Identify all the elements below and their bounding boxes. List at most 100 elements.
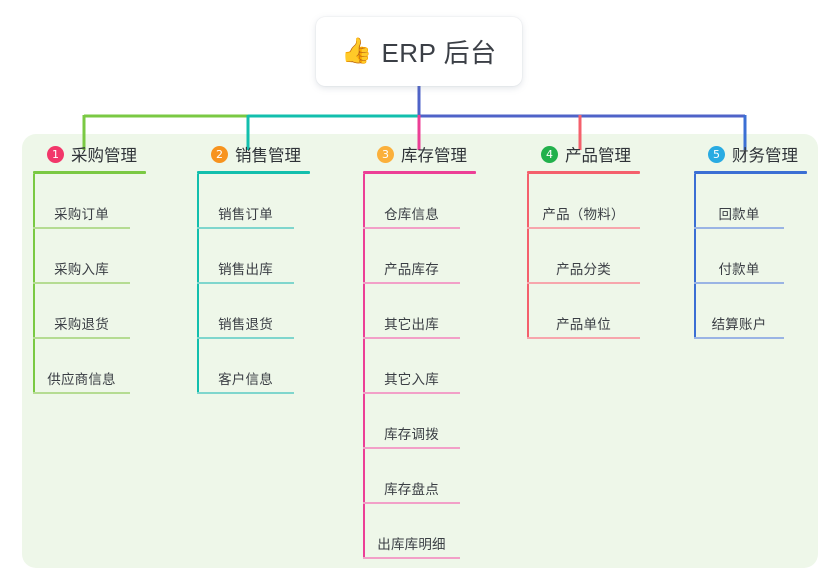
leaf-underline xyxy=(527,337,640,339)
branch-items-1: 采购订单采购入库采购退货供应商信息 xyxy=(33,174,165,394)
leaf-underline xyxy=(197,227,294,229)
leaf-underline xyxy=(694,227,784,229)
branch-column-2: 2 销售管理销售订单销售出库销售退货客户信息 xyxy=(197,134,325,394)
leaf-label: 库存调拨 xyxy=(384,427,439,442)
branch-column-4: 4 产品管理产品（物料） 产品分类产品单位 xyxy=(527,134,665,339)
leaf-underline xyxy=(197,392,294,394)
branch-header-4[interactable]: 4 产品管理 xyxy=(527,134,665,174)
leaf-underline xyxy=(363,392,460,394)
leaf-underline xyxy=(363,227,460,229)
leaf-underline xyxy=(33,282,130,284)
leaf-label: 销售退货 xyxy=(218,317,273,332)
leaf-underline xyxy=(694,337,784,339)
leaf-item[interactable]: 采购退货 xyxy=(33,284,130,339)
leaf-underline xyxy=(33,337,130,339)
leaf-item[interactable]: 产品单位 xyxy=(527,284,640,339)
leaf-item[interactable]: 回款单 xyxy=(694,174,784,229)
leaf-item[interactable]: 采购入库 xyxy=(33,229,130,284)
branch-header-3[interactable]: 3 库存管理 xyxy=(363,134,495,174)
branch-badge-4: 4 xyxy=(541,145,558,163)
leaf-item[interactable]: 客户信息 xyxy=(197,339,294,394)
leaf-label: 供应商信息 xyxy=(47,372,116,387)
leaf-underline xyxy=(363,557,460,559)
leaf-label: 结算账户 xyxy=(711,317,767,332)
branch-underline-3 xyxy=(363,171,476,174)
leaf-label: 出库库明细 xyxy=(377,537,446,552)
leaf-underline xyxy=(363,447,460,449)
leaf-underline xyxy=(363,282,460,284)
branch-spine-5 xyxy=(694,174,696,339)
leaf-underline xyxy=(197,282,294,284)
branch-header-1[interactable]: 1 采购管理 xyxy=(33,134,165,174)
branch-badge-5: 5 xyxy=(708,145,725,163)
leaf-label: 采购退货 xyxy=(54,317,109,332)
thumbs-up-icon: 👍 xyxy=(341,37,373,65)
branch-columns: 1 采购管理采购订单采购入库采购退货供应商信息 2 销售管理销售订单销售出库销售退货客… xyxy=(0,134,839,568)
leaf-item[interactable]: 其它入库 xyxy=(363,339,460,394)
leaf-item[interactable]: 结算账户 xyxy=(694,284,784,339)
leaf-label: 采购订单 xyxy=(54,207,109,222)
leaf-underline xyxy=(33,392,130,394)
branch-title-4: 产品管理 xyxy=(565,147,631,165)
leaf-item[interactable]: 出库库明细 xyxy=(363,504,460,559)
branch-title-2: 销售管理 xyxy=(235,147,301,165)
leaf-underline xyxy=(197,337,294,339)
leaf-underline xyxy=(363,337,460,339)
branch-column-3: 3 库存管理仓库信息产品库存其它出库其它入库库存调拨库存盘点出库库明细 xyxy=(363,134,495,559)
branch-items-2: 销售订单销售出库销售退货客户信息 xyxy=(197,174,325,394)
branch-spine-4 xyxy=(527,174,529,339)
branch-title-5: 财务管理 xyxy=(732,147,798,165)
leaf-underline xyxy=(694,282,784,284)
leaf-item[interactable]: 仓库信息 xyxy=(363,174,460,229)
branch-header-2[interactable]: 2 销售管理 xyxy=(197,134,325,174)
leaf-label: 客户信息 xyxy=(218,372,273,387)
branch-underline-5 xyxy=(694,171,807,174)
leaf-item[interactable]: 库存调拨 xyxy=(363,394,460,449)
root-node[interactable]: 👍 ERP 后台 xyxy=(316,17,522,86)
leaf-label: 采购入库 xyxy=(54,262,109,277)
leaf-label: 产品分类 xyxy=(556,262,611,277)
leaf-item[interactable]: 销售订单 xyxy=(197,174,294,229)
leaf-label: 产品库存 xyxy=(384,262,439,277)
branch-badge-3: 3 xyxy=(377,145,394,163)
branch-spine-2 xyxy=(197,174,199,394)
leaf-item[interactable]: 采购订单 xyxy=(33,174,130,229)
branch-items-4: 产品（物料） 产品分类产品单位 xyxy=(527,174,665,339)
leaf-label: 仓库信息 xyxy=(384,207,439,222)
leaf-label: 其它出库 xyxy=(384,317,439,332)
branch-spine-1 xyxy=(33,174,35,394)
leaf-item[interactable]: 产品库存 xyxy=(363,229,460,284)
leaf-item[interactable]: 产品（物料） xyxy=(527,174,640,229)
branch-badge-2: 2 xyxy=(211,145,228,163)
leaf-label: 产品单位 xyxy=(556,317,611,332)
leaf-label: 产品（物料） xyxy=(542,207,625,222)
leaf-label: 回款单 xyxy=(718,207,760,222)
branch-underline-4 xyxy=(527,171,640,174)
branch-items-5: 回款单付款单结算账户 xyxy=(694,174,826,339)
leaf-item[interactable]: 供应商信息 xyxy=(33,339,130,394)
leaf-item[interactable]: 付款单 xyxy=(694,229,784,284)
leaf-underline xyxy=(527,227,640,229)
branch-title-1: 采购管理 xyxy=(71,147,137,165)
branch-spine-3 xyxy=(363,174,365,559)
leaf-item[interactable]: 产品分类 xyxy=(527,229,640,284)
leaf-label: 销售出库 xyxy=(218,262,273,277)
leaf-item[interactable]: 库存盘点 xyxy=(363,449,460,504)
branch-title-3: 库存管理 xyxy=(401,147,467,165)
leaf-label: 付款单 xyxy=(718,262,760,277)
leaf-underline xyxy=(363,502,460,504)
branch-column-1: 1 采购管理采购订单采购入库采购退货供应商信息 xyxy=(33,134,165,394)
branch-header-5[interactable]: 5 财务管理 xyxy=(694,134,826,174)
branch-underline-1 xyxy=(33,171,146,174)
branch-badge-1: 1 xyxy=(47,145,64,163)
diagram-background-panel xyxy=(22,134,818,568)
branch-items-3: 仓库信息产品库存其它出库其它入库库存调拨库存盘点出库库明细 xyxy=(363,174,495,559)
leaf-label: 销售订单 xyxy=(218,207,273,222)
leaf-item[interactable]: 销售退货 xyxy=(197,284,294,339)
leaf-item[interactable]: 销售出库 xyxy=(197,229,294,284)
branch-underline-2 xyxy=(197,171,310,174)
leaf-label: 其它入库 xyxy=(384,372,439,387)
leaf-item[interactable]: 其它出库 xyxy=(363,284,460,339)
leaf-underline xyxy=(527,282,640,284)
branch-column-5: 5 财务管理回款单付款单结算账户 xyxy=(694,134,826,339)
